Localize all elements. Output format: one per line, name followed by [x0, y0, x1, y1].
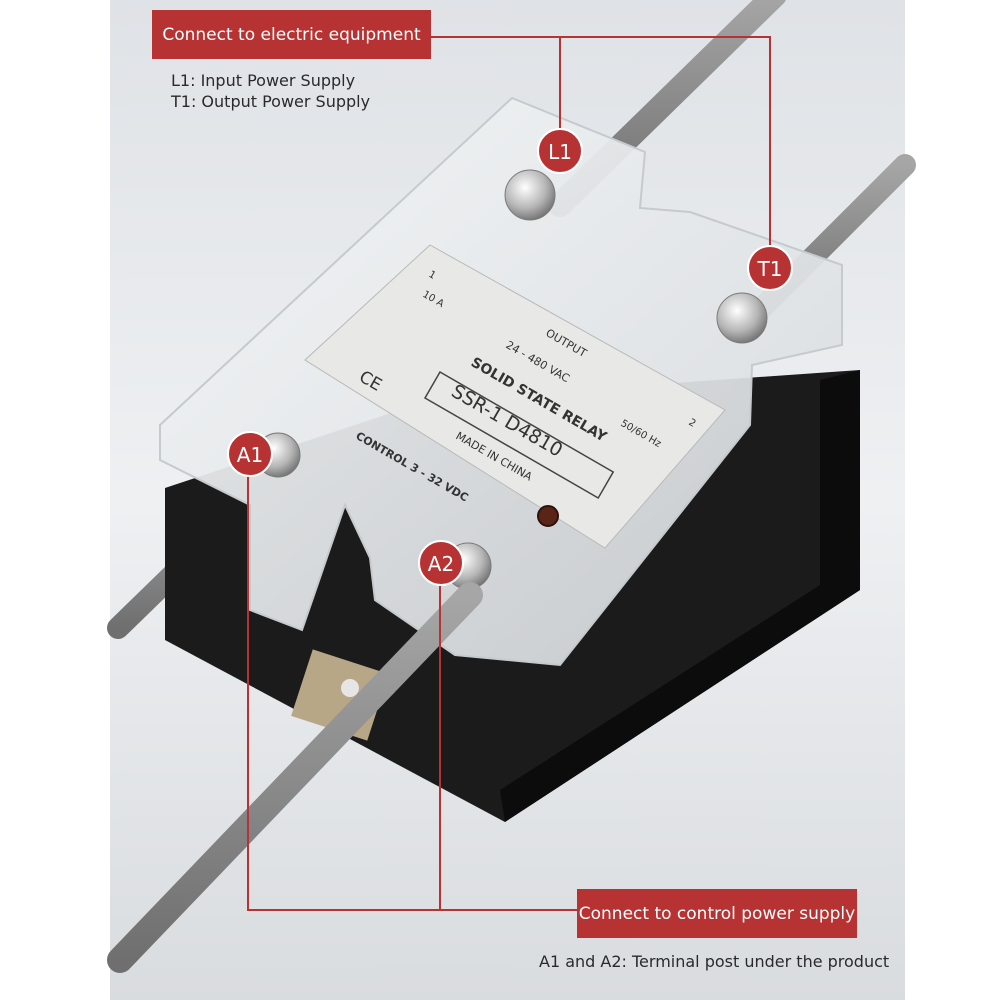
screw-t1: [716, 292, 768, 344]
relay-housing-side: [500, 370, 860, 822]
badge-a2: A2: [418, 540, 464, 586]
callout-line-a1: [247, 472, 577, 911]
bottom-note: A1 and A2: Terminal post under the produ…: [539, 952, 890, 971]
bottom-callout-banner: Connect to control power supply: [577, 889, 857, 938]
cable-a2: [107, 582, 483, 973]
top-note-l1: L1: Input Power Supply: [171, 71, 356, 90]
badge-a2-label: A2: [428, 552, 454, 576]
top-note-t1: T1: Output Power Supply: [171, 92, 371, 111]
top-callout-banner: Connect to electric equipment: [152, 10, 431, 59]
badge-a1-label: A1: [237, 443, 263, 467]
badge-l1-label: L1: [548, 140, 572, 164]
badge-l1: L1: [537, 128, 583, 174]
model-frame: [423, 370, 615, 500]
device-label-plate: [304, 244, 726, 549]
callout-line-t1: [560, 36, 771, 248]
status-led: [537, 505, 559, 527]
badge-t1-label: T1: [757, 257, 783, 281]
mounting-hole: [341, 679, 359, 697]
label-terminal-1: 1: [427, 269, 438, 282]
badge-a1: A1: [227, 431, 273, 477]
label-terminal-2: 2: [687, 417, 698, 430]
badge-t1: T1: [747, 245, 793, 291]
screw-l1: [504, 169, 556, 221]
